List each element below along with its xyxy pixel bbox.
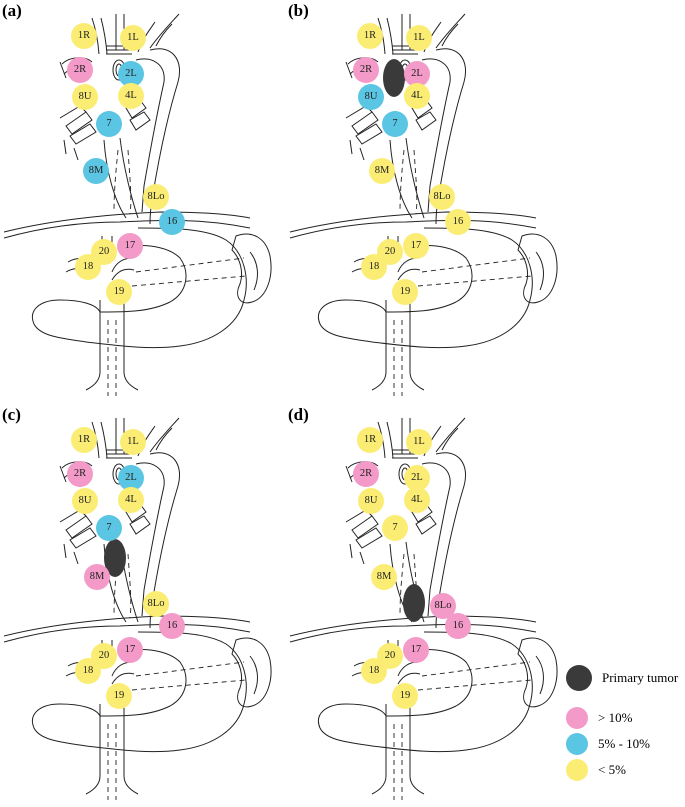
lymph-node-station-1l: 1L [120, 429, 146, 455]
lymph-node-station-8u: 8U [358, 488, 384, 514]
lymph-node-station-19: 19 [392, 279, 418, 305]
lymph-node-station-1l: 1L [406, 25, 432, 51]
lymph-node-station-18: 18 [75, 658, 101, 684]
yellow-circle-icon [566, 759, 588, 781]
lymph-node-station-4l: 4L [118, 487, 144, 513]
lymph-node-station-8u: 8U [72, 488, 98, 514]
legend-item-5to10: 5% - 10% [566, 733, 650, 755]
lymph-node-station-2r: 2R [353, 461, 379, 487]
panel-label: (a) [2, 1, 22, 20]
tumor-swatch-icon [566, 665, 592, 691]
lymph-node-station-19: 19 [106, 279, 132, 305]
legend-label: < 5% [598, 762, 626, 777]
legend-item-lt5: < 5% [566, 759, 626, 781]
lymph-node-station-8u: 8U [358, 84, 384, 110]
lymph-node-station-1r: 1R [71, 427, 97, 453]
legend-label: 5% - 10% [598, 736, 650, 751]
primary-tumor [383, 59, 405, 97]
lymph-node-station-4l: 4L [404, 487, 430, 513]
legend-item-tumor: Primary tumor [566, 665, 678, 691]
lymph-node-station-17: 17 [403, 233, 429, 259]
lymph-node-station-4l: 4L [404, 83, 430, 109]
legend-label: > 10% [598, 710, 633, 725]
lymph-node-station-8m: 8M [83, 158, 109, 184]
lymph-node-station-1r: 1R [71, 23, 97, 49]
primary-tumor [403, 584, 425, 622]
lymph-node-station-2r: 2R [67, 461, 93, 487]
lymph-node-station-8u: 8U [72, 84, 98, 110]
lymph-node-station-7: 7 [96, 515, 122, 541]
pink-circle-icon [566, 707, 588, 729]
lymph-node-station-2r: 2R [353, 57, 379, 83]
panel-label: (b) [288, 1, 309, 20]
lymph-node-station-16: 16 [159, 613, 185, 639]
panel-label: (c) [2, 405, 21, 424]
lymph-node-station-8m: 8M [84, 564, 110, 590]
lymph-node-station-17: 17 [403, 637, 429, 663]
lymph-node-station-2r: 2R [67, 57, 93, 83]
lymph-node-station-7: 7 [96, 111, 122, 137]
lymph-node-station-8lo: 8Lo [143, 591, 169, 617]
lymph-node-station-16: 16 [159, 209, 185, 235]
lymph-node-station-8lo: 8Lo [143, 184, 169, 210]
panel-label: (d) [288, 405, 309, 424]
lymph-node-station-17: 17 [117, 233, 143, 259]
anatomy-drawing [289, 13, 558, 396]
lymph-node-station-2l: 2L [404, 465, 430, 491]
lymph-node-station-1l: 1L [120, 25, 146, 51]
lymph-node-station-16: 16 [445, 613, 471, 639]
lymph-node-station-1r: 1R [357, 23, 383, 49]
lymph-node-station-18: 18 [361, 658, 387, 684]
lymph-node-station-8m: 8M [371, 564, 397, 590]
lymph-node-station-4l: 4L [118, 83, 144, 109]
lymph-node-station-7: 7 [382, 111, 408, 137]
lymph-node-station-2l: 2L [118, 61, 144, 87]
lymph-node-station-2l: 2L [404, 61, 430, 87]
primary-tumor [104, 539, 126, 577]
lymph-node-station-1r: 1R [357, 427, 383, 453]
lymph-node-station-16: 16 [445, 209, 471, 235]
lymph-node-station-8m: 8M [369, 158, 395, 184]
legend-item-gt10: > 10% [566, 707, 632, 729]
legend: Primary tumor > 10% 5% - 10% < 5% [566, 665, 685, 781]
lymph-node-station-17: 17 [117, 637, 143, 663]
legend-label: Primary tumor [602, 670, 679, 685]
lymph-node-station-19: 19 [392, 683, 418, 709]
lymph-node-station-1l: 1L [406, 429, 432, 455]
blue-circle-icon [566, 733, 588, 755]
lymph-node-station-18: 18 [361, 254, 387, 280]
lymph-node-station-2l: 2L [118, 465, 144, 491]
lymph-node-station-7: 7 [382, 515, 408, 541]
lymph-node-station-8lo: 8Lo [429, 184, 455, 210]
lymph-node-station-18: 18 [75, 254, 101, 280]
lymph-node-station-19: 19 [106, 683, 132, 709]
